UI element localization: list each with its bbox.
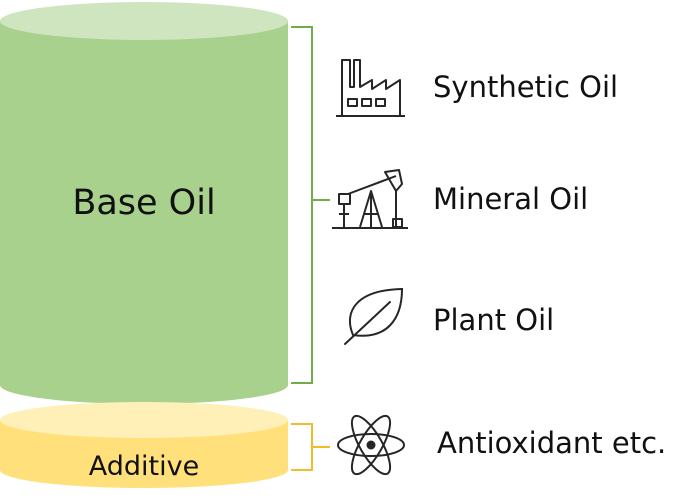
additive-cylinder-top <box>0 402 288 438</box>
plant-oil-label: Plant Oil <box>433 303 555 337</box>
leaf-icon <box>344 287 404 345</box>
additive-cylinder-body <box>0 420 288 488</box>
additive-cylinder <box>0 402 288 488</box>
base-oil-cylinder-body <box>0 21 288 404</box>
base-oil-cylinder <box>0 2 288 404</box>
mineral-oil-label: Mineral Oil <box>433 182 589 216</box>
additive-label: Additive <box>88 451 200 482</box>
antioxidant-label: Antioxidant etc. <box>437 426 667 460</box>
synthetic-oil-label: Synthetic Oil <box>433 70 619 104</box>
oil-pump-jack-icon <box>332 169 408 229</box>
additive-bracket <box>291 423 330 471</box>
base-oil-label: Base Oil <box>72 183 216 223</box>
atom-icon <box>337 414 405 476</box>
base-oil-bracket <box>291 26 330 384</box>
factory-icon <box>336 59 405 117</box>
base-oil-cylinder-top <box>0 2 288 40</box>
